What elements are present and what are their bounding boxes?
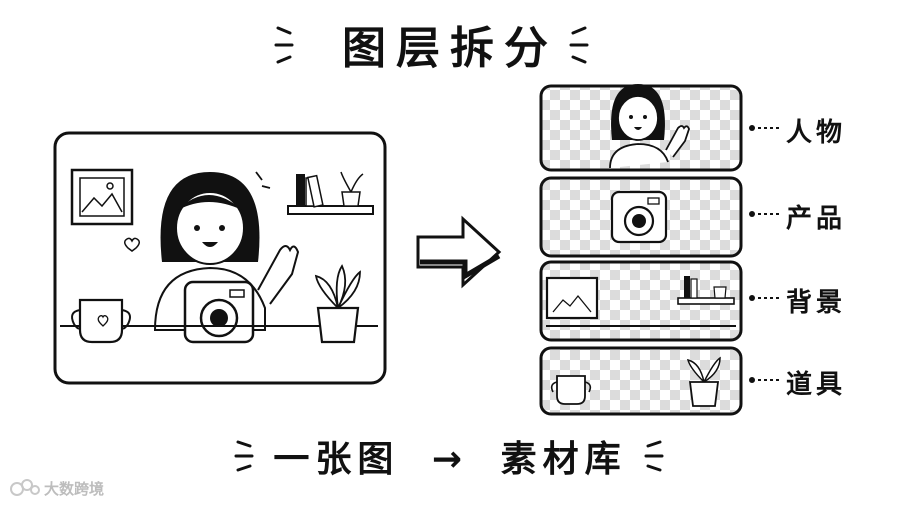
mug-icon (71, 298, 131, 344)
layer-label-props: 道具 (786, 370, 847, 400)
sparkle-lines (255, 171, 271, 189)
page-title: 图层拆分 (0, 12, 900, 76)
potted-plant-icon (314, 264, 361, 344)
watermark-logo-icon (10, 479, 40, 496)
caption-left-dashes (234, 440, 254, 472)
caption-arrow: → (431, 439, 469, 480)
layer-panel-background (539, 260, 743, 342)
watermark-text: 大数跨境 (44, 480, 105, 498)
shelf-icon (287, 171, 374, 215)
layer-panel-person (539, 84, 743, 172)
wall-picture-icon (70, 168, 134, 226)
big-arrow-icon (416, 215, 502, 289)
layer-connectors (749, 125, 780, 383)
title-left-dashes (274, 26, 294, 64)
caption-right: 素材库 (500, 439, 627, 480)
layer-label-person: 人物 (786, 118, 847, 148)
caption-right-dashes (644, 440, 664, 472)
heart-icon (124, 237, 140, 252)
camera-icon (183, 280, 255, 344)
title-text: 图层拆分 (342, 23, 558, 74)
layer-panel-product (539, 176, 743, 258)
caption-left: 一张图 (273, 439, 400, 480)
layer-panel-props (539, 346, 743, 416)
layer-label-background: 背景 (786, 288, 847, 318)
layer-label-product: 产品 (786, 204, 847, 234)
bottom-caption: 一张图 → 素材库 (0, 430, 900, 482)
source-image-illustration (53, 131, 387, 385)
title-right-dashes (569, 26, 589, 64)
